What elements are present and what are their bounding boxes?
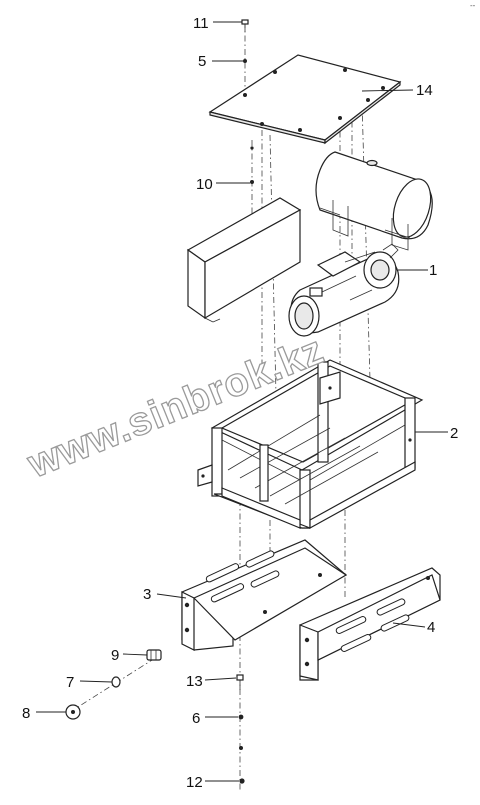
callout-2: 2 — [450, 425, 458, 442]
side-cover-box — [186, 197, 302, 323]
washer-6 — [238, 714, 244, 720]
mounting-frame — [197, 359, 424, 530]
washer-5 — [243, 59, 247, 63]
leader-lines — [36, 21, 448, 782]
left-side-bracket — [181, 539, 348, 651]
callout-3: 3 — [143, 586, 151, 603]
callout-8: 8 — [22, 705, 30, 722]
callout-5: 5 — [198, 53, 206, 70]
bolt-13 — [236, 674, 244, 690]
callout-labels: 11 5 14 10 1 2 3 4 9 7 13 8 6 12 — [22, 15, 458, 791]
callout-14: 14 — [416, 82, 433, 99]
nut-12 — [239, 778, 245, 784]
spacer-10 — [250, 180, 254, 184]
lock-washer-7 — [111, 676, 121, 688]
callout-10: 10 — [196, 176, 213, 193]
callout-6: 6 — [192, 710, 200, 727]
callout-9: 9 — [111, 647, 119, 664]
right-side-bracket — [299, 567, 441, 681]
callout-13: 13 — [186, 673, 203, 690]
callout-7: 7 — [66, 674, 74, 691]
bushing-9 — [146, 649, 162, 661]
callout-12: 12 — [186, 774, 203, 791]
heater-unit — [288, 243, 400, 337]
callout-4: 4 — [427, 619, 435, 636]
screw-11 — [241, 19, 249, 32]
callout-11: 11 — [193, 15, 209, 32]
top-cover-plate — [208, 54, 402, 145]
callout-1: 1 — [429, 262, 437, 279]
cylindrical-tank — [315, 151, 433, 251]
corner-mark: -- — [470, 1, 476, 10]
